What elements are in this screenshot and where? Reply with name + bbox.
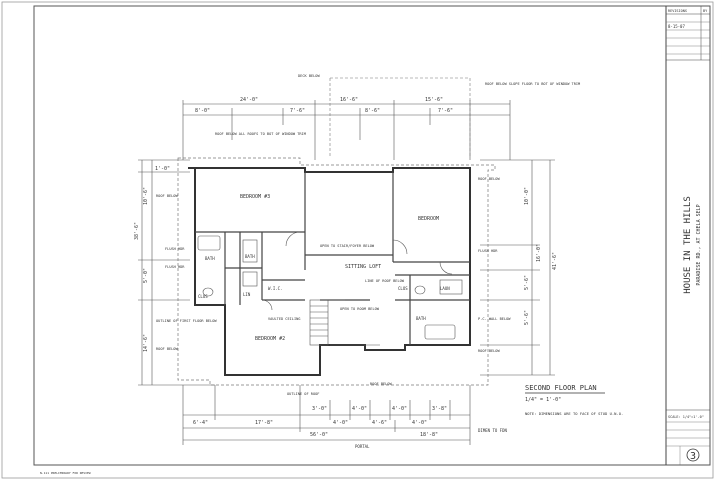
- fixtures: [197, 231, 463, 340]
- footer-note: N-111 PRELIMINARY FOR REVIEW: [40, 471, 91, 475]
- dim-left-4: 5'-0": [143, 268, 149, 283]
- note-pc-wall: P.C. WALL BELOW: [478, 317, 511, 321]
- dim-top-5: 8'-6": [365, 108, 380, 114]
- note-roof-below-right: ROOF BELOW: [478, 177, 500, 181]
- project-title: HOUSE IN THE HILLS: [683, 196, 693, 294]
- revisions-header: REVISIONS: [668, 9, 687, 13]
- plan-notes: DECK BELOW ROOF BELOW SLOPE FLOOR TO BOT…: [156, 74, 581, 396]
- interior-walls: [195, 172, 470, 345]
- note-open-to-stair: OPEN TO STAIR/FOYER BELOW: [320, 244, 375, 248]
- right-dimension-lines: [480, 159, 555, 376]
- note-line-of-roof: LINE OF ROOF BELOW: [365, 279, 405, 283]
- note-vaulted: VAULTED CEILING: [268, 317, 300, 321]
- plan-scale: 1/4" = 1'-0": [525, 397, 561, 403]
- room-laundry: LAUN: [440, 286, 450, 291]
- room-closet: CLOS: [198, 294, 208, 299]
- top-dimension-lines: [182, 100, 511, 160]
- note-roof-below-bottom: ROOF BELOW: [370, 382, 392, 386]
- note-outline-first-floor: OUTLINE OF FIRST FLOOR BELOW: [156, 319, 217, 323]
- note-open-to-room: OPEN TO ROOM BELOW: [340, 307, 380, 311]
- dim-bottom-right: 18'-8": [420, 432, 438, 438]
- dim-left-5: 14'-6": [143, 334, 149, 352]
- dim-bottom-2: 17'-8": [255, 420, 273, 426]
- dim-bottom-7: 4'-0": [392, 406, 407, 412]
- note-roof-below-right2: ROOF BELOW: [478, 349, 500, 353]
- sheet-inner-border: [33, 5, 711, 466]
- room-labels: BEDROOM #3 BEDROOM #2 BEDROOM SITTING LO…: [198, 194, 450, 342]
- dim-right-5: 41'-6": [552, 252, 558, 270]
- dim-bottom-5: 4'-0": [352, 406, 367, 412]
- note-deck-below: DECK BELOW: [298, 74, 320, 78]
- room-sitting-loft: SITTING LOFT: [345, 264, 381, 270]
- dim-top-7: 7'-6": [438, 108, 453, 114]
- dim-left-3: 38'-6": [134, 222, 140, 240]
- revisions-by: BY: [703, 9, 708, 13]
- bottom-dimension-lines: [182, 385, 471, 445]
- note-roof-below-left2: ROOF BELOW: [156, 347, 178, 351]
- dim-left-1: 1'-0": [155, 166, 170, 172]
- dim-bottom-4: 4'-0": [333, 420, 348, 426]
- dim-top-2: 24'-0": [240, 97, 258, 103]
- dim-top-3: 7'-6": [290, 108, 305, 114]
- bottom-dimension-labels: 6'-4" 17'-8" 3'-0" 4'-0" 4'-0" 4'-6" 4'-…: [193, 406, 507, 449]
- top-dimension-labels: 8'-0" 24'-0" 7'-6" 16'-6" 8'-6" 15'-6" 7…: [195, 97, 453, 114]
- dim-left-2: 10'-6": [143, 187, 149, 205]
- bottom-right-note: DIMEN TO FDN: [478, 428, 507, 433]
- note-flush-right: FLUSH HDR: [478, 249, 498, 253]
- room-bath2: BATH: [245, 254, 255, 259]
- left-dimension-lines: [138, 159, 215, 386]
- scale-box: SCALE: 1/4"=1'-0": [668, 415, 704, 419]
- note-flush-left-a: FLUSH HDR: [165, 247, 185, 251]
- left-dimension-labels: 1'-0" 10'-6" 38'-6" 5'-0" 14'-6": [134, 166, 170, 352]
- dim-bottom-total: 56'-0": [310, 432, 328, 438]
- note-roof-top-right: ROOF BELOW SLOPE FLOOR TO BOT OF WINDOW …: [485, 82, 581, 86]
- plan-title: SECOND FLOOR PLAN: [525, 384, 597, 392]
- room-bedroom2: BEDROOM #2: [255, 336, 285, 342]
- dim-bottom-9: 3'-8": [432, 406, 447, 412]
- note-bottom: OUTLINE OF ROOF: [287, 392, 319, 396]
- room-bedroom3: BEDROOM #3: [240, 194, 270, 200]
- title-block: REVISIONS BY 8-15-07 HOUSE IN THE HILLS …: [665, 6, 710, 465]
- dim-bottom-1: 6'-4": [193, 420, 208, 426]
- note-flush-left-b: FLUSH HDR: [165, 265, 185, 269]
- room-bath: BATH: [205, 256, 215, 261]
- revision-date: 8-15-07: [668, 24, 685, 29]
- stair: [309, 299, 380, 346]
- dim-right-1: 10'-0": [524, 187, 530, 205]
- dim-bottom-3: 3'-0": [312, 406, 327, 412]
- portal-label: PORTAL: [355, 444, 370, 449]
- project-address: PARADISE RD., AT CHELA SELP: [696, 204, 702, 285]
- plan-title-group: SECOND FLOOR PLAN 1/4" = 1'-0" NOTE: DIM…: [525, 384, 623, 416]
- room-bath3: BATH: [416, 316, 426, 321]
- dim-top-6: 15'-6": [425, 97, 443, 103]
- note-roof-top-left: ROOF BELOW ALL ROOFS TO BOT OF WINDOW TR…: [215, 132, 307, 136]
- exterior-walls: [188, 167, 471, 376]
- room-linen: LIN: [243, 292, 251, 297]
- room-closet2: CLOS: [398, 286, 408, 291]
- roof-outline: [177, 157, 496, 386]
- dim-right-2: 16'-0": [536, 244, 542, 262]
- sheet-number: 3: [690, 451, 696, 462]
- sheet-number-circle: [686, 448, 700, 462]
- dim-bottom-8: 4'-0": [412, 420, 427, 426]
- room-wic: W.I.C.: [268, 286, 282, 291]
- dim-bottom-6: 4'-6": [372, 420, 387, 426]
- dim-top-1: 8'-0": [195, 108, 210, 114]
- dim-right-4: 5'-6": [524, 310, 530, 325]
- plan-note: NOTE: DIMENSIONS ARE TO FACE OF STUD U.N…: [525, 411, 623, 416]
- note-roof-below-left: ROOF BELOW: [156, 194, 178, 198]
- right-dimension-labels: 10'-0" 16'-0" 5'-6" 5'-6" 41'-6": [524, 187, 558, 325]
- room-bedroom1: BEDROOM: [418, 216, 439, 222]
- dim-right-3: 5'-6": [524, 275, 530, 290]
- dim-top-4: 16'-6": [340, 97, 358, 103]
